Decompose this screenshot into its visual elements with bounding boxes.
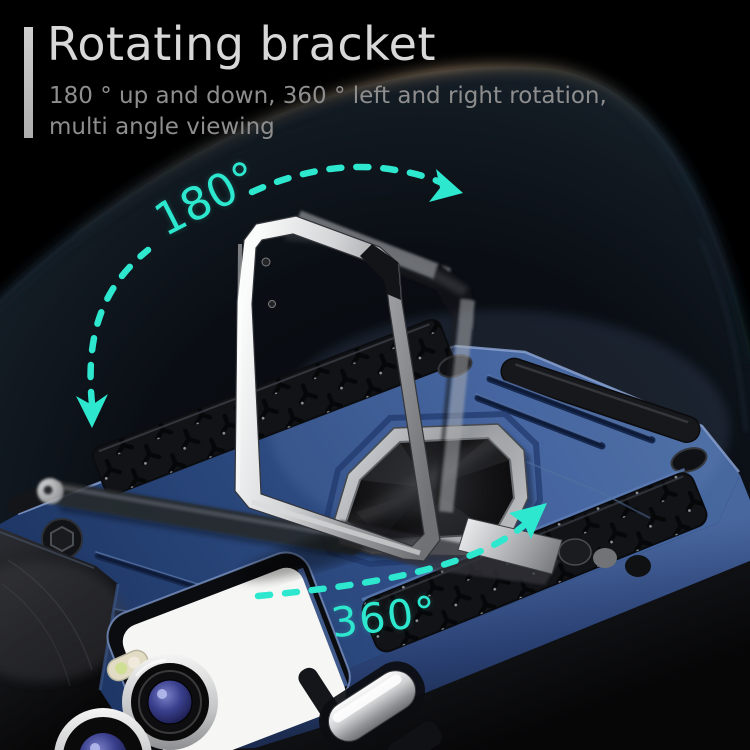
rotation-arc-360	[254, 516, 534, 600]
case-dark-side	[119, 518, 750, 750]
camera-lens-main	[122, 654, 218, 750]
page-subtitle: 180 ° up and down, 360 ° left and right …	[49, 83, 607, 140]
page-title: Rotating bracket	[47, 17, 436, 71]
bracket-screw	[268, 300, 276, 308]
panel-ridge	[526, 461, 651, 519]
arrow-right-icon	[429, 169, 463, 202]
planet-secondary-rim	[698, 237, 748, 433]
hinge	[457, 517, 651, 577]
rotation-arc-180	[87, 163, 448, 408]
bracket-black-corner	[360, 244, 401, 300]
rotation-arc-180-arrowheads	[76, 169, 463, 428]
arrow-down-icon	[76, 394, 108, 428]
grip-strip-far	[92, 318, 454, 496]
rotating-ring-bracket	[234, 215, 441, 562]
camera-slide-cover	[0, 528, 139, 750]
camera-lens-secondary	[54, 708, 152, 750]
bracket-screw	[261, 257, 271, 267]
edge-bumper	[500, 357, 701, 443]
title-accent-bar	[24, 27, 33, 138]
surface-grooves-right	[474, 374, 656, 450]
camera-opening	[54, 551, 351, 750]
side-button	[298, 661, 443, 750]
arrow-up-right-icon	[509, 503, 547, 539]
